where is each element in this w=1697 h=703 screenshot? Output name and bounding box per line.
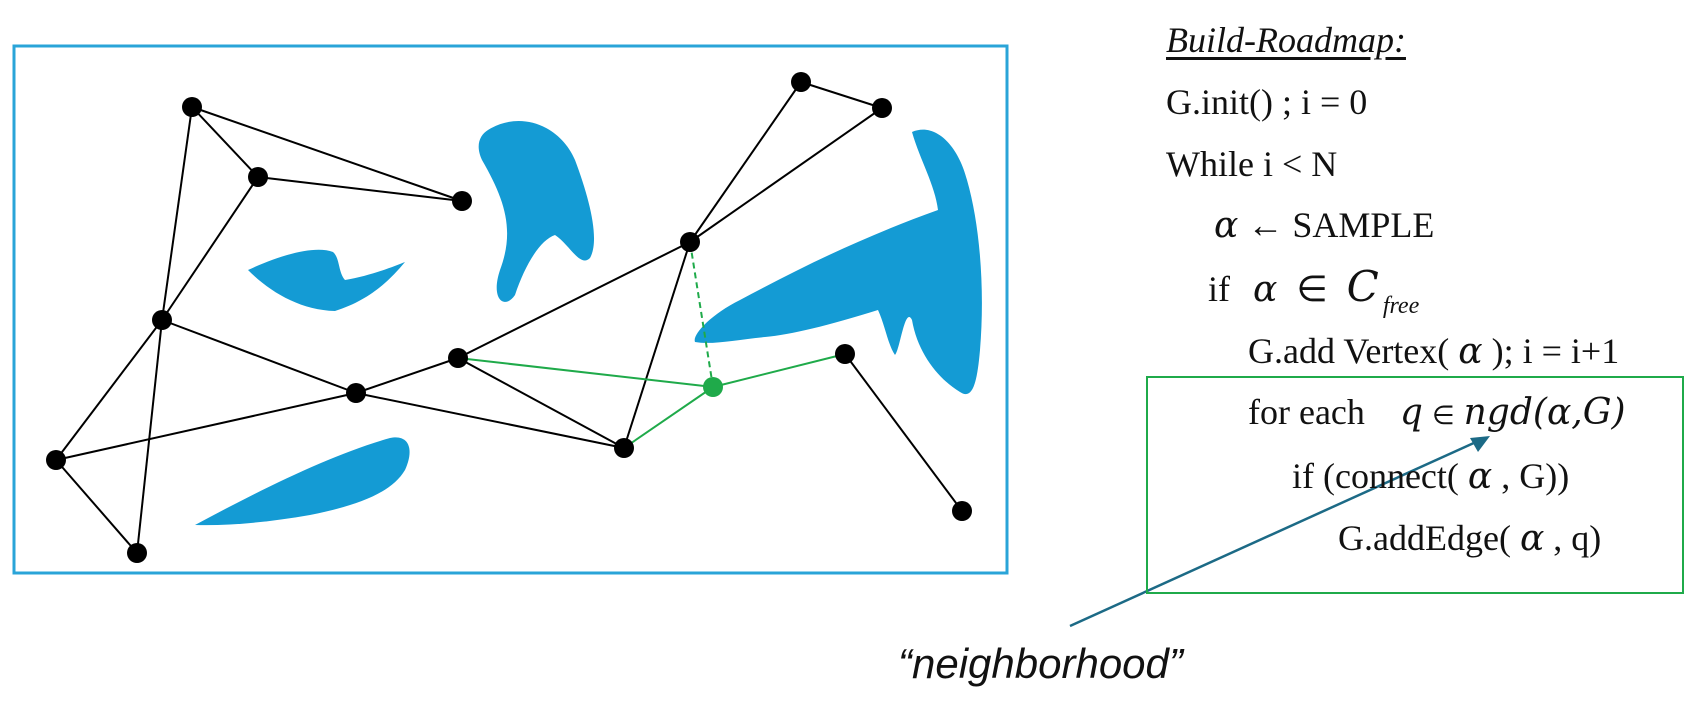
alpha-symbol: α [1467,456,1493,497]
roadmap-edge [257,176,463,202]
neighborhood-loop-box [1146,376,1684,594]
roadmap-node [872,98,892,118]
alpha-symbol: α [1214,205,1239,246]
algo-line-add-edge: G.addEdge( α , q) [1338,520,1601,557]
algo-line-sample: α ← SAMPLE [1214,207,1434,244]
alpha-symbol: α [1253,269,1278,310]
roadmap-edge [55,392,357,461]
roadmap-edge [355,357,459,394]
roadmap-node [248,167,268,187]
roadmap-node [346,383,366,403]
candidate-edge [623,386,714,449]
q-variable: q [1399,392,1423,433]
roadmap-edge [800,81,883,109]
roadmap-edge [844,353,963,512]
roadmap-edge [457,241,691,359]
roadmap-node [791,72,811,92]
roadmap-edges [55,81,963,554]
obstacle-small-wing [248,249,405,311]
roadmap-node [680,232,700,252]
alpha-symbol: α [1458,331,1483,372]
cspace-symbol: C [1346,262,1379,311]
algo-line-for-each: for each q ∈ ngd(α,G) [1248,394,1626,431]
roadmap-node [46,450,66,470]
member-symbol: ∈ [1431,401,1455,430]
add-vertex-post: ); i = i+1 [1491,331,1620,371]
if-keyword: if [1208,269,1230,309]
candidate-edges [457,241,846,449]
new-sample-node [703,377,723,397]
roadmap-edge [136,319,163,554]
roadmap-edge [55,319,163,461]
add-edge-pre: G.addEdge( [1338,518,1511,558]
roadmap-edge [457,357,625,449]
if-connect-post: , G)) [1501,456,1570,496]
roadmap-node [952,501,972,521]
algo-line-init: G.init() ; i = 0 [1166,82,1368,122]
algo-line-while: While i < N [1166,144,1338,184]
roadmap-node [835,344,855,364]
roadmap-edge [55,459,138,554]
algo-line-add-vertex: G.add Vertex( α ); i = i+1 [1248,333,1619,370]
roadmap-node [448,348,468,368]
for-each-keyword: for each [1248,392,1365,432]
obstacle-large-claw [694,129,982,395]
roadmap-nodes [46,72,972,563]
roadmap-node [452,191,472,211]
roadmap-edge [689,81,802,243]
roadmap-node [152,310,172,330]
roadmap-node [127,543,147,563]
algo-line-if-connect: if (connect( α , G)) [1292,458,1569,495]
obstacle-boomerang [478,121,595,302]
rejected-edge-dashed [689,241,714,388]
configuration-space-frame [12,44,1009,575]
if-connect-pre: if (connect( [1292,456,1459,496]
neighborhood-label: “neighborhood” [898,640,1183,687]
roadmap-node [182,97,202,117]
roadmap-edge [191,106,463,202]
roadmap-edge [689,107,883,243]
member-symbol: ∈ [1296,269,1328,309]
algorithm-title: Build-Roadmap: [1166,20,1406,60]
candidate-edge [457,357,714,388]
roadmap-edge [161,176,259,321]
alpha-symbol: α [1519,518,1545,559]
candidate-edge [712,353,846,388]
roadmap-node [614,438,634,458]
roadmap-edge [355,392,625,449]
cspace-subscript: free [1382,293,1420,319]
neighborhood-arrow [1069,436,1490,628]
obstacle-elongated [195,437,410,526]
roadmap-edge [161,106,193,321]
roadmap-edge [191,106,259,178]
ngd-expression: ngd(α,G) [1463,392,1626,433]
sample-text: ← SAMPLE [1247,205,1435,245]
roadmap-edge [161,319,357,394]
roadmap-edge [623,241,691,449]
add-vertex-pre: G.add Vertex( [1248,331,1450,371]
add-edge-post: , q) [1553,518,1602,558]
obstacles [195,121,982,526]
